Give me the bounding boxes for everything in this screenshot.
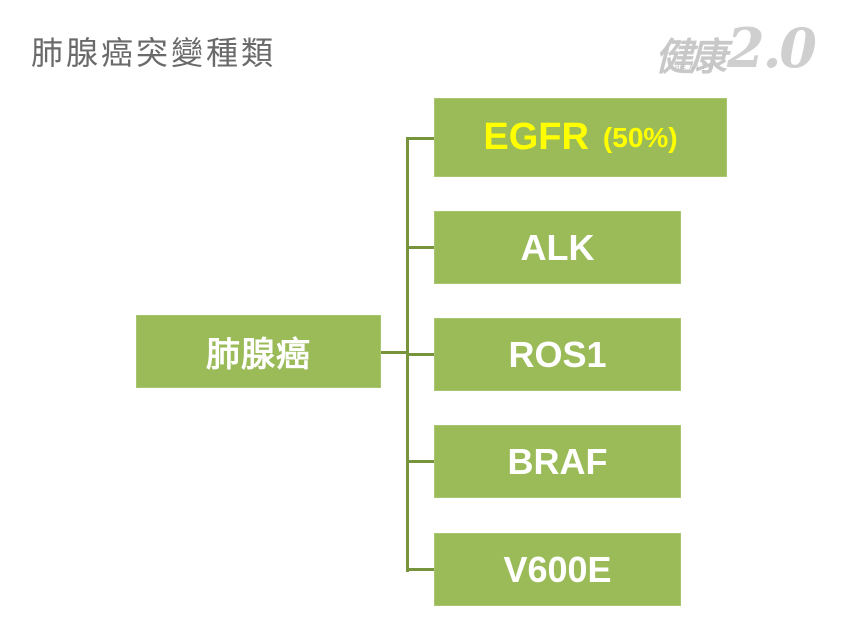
connector-branch-braf xyxy=(406,460,434,463)
node-alk-label: ALK xyxy=(520,226,595,268)
node-ros1-label: ROS1 xyxy=(508,333,607,375)
health-2-0-logo: 健康 2.0 HEALTH xyxy=(655,16,825,80)
connector-branch-egfr xyxy=(406,137,434,140)
root-node-label: 肺腺癌 xyxy=(206,335,311,375)
connector-branch-ros1 xyxy=(406,353,434,356)
connector-root-stub xyxy=(381,351,408,354)
logo-brand-number: 2.0 xyxy=(727,16,817,80)
node-egfr-percentage: (50%) xyxy=(602,121,678,153)
logo-brand-cn: 健康 xyxy=(655,34,727,79)
node-egfr: EGFR (50%) xyxy=(434,98,727,177)
node-v600e: V600E xyxy=(434,533,681,606)
logo-brand-sub: HEALTH xyxy=(675,64,717,71)
connector-branch-v600e xyxy=(406,568,434,571)
node-braf-label: BRAF xyxy=(507,440,608,482)
node-alk: ALK xyxy=(434,211,681,284)
root-node-lung-adenocarcinoma: 肺腺癌 xyxy=(136,315,381,388)
node-v600e-label: V600E xyxy=(503,548,612,590)
node-braf: BRAF xyxy=(434,425,681,498)
page-title: 肺腺癌突變種類 xyxy=(31,34,277,72)
node-egfr-label: EGFR xyxy=(483,116,589,158)
connector-branch-alk xyxy=(406,246,434,249)
node-ros1: ROS1 xyxy=(434,318,681,391)
